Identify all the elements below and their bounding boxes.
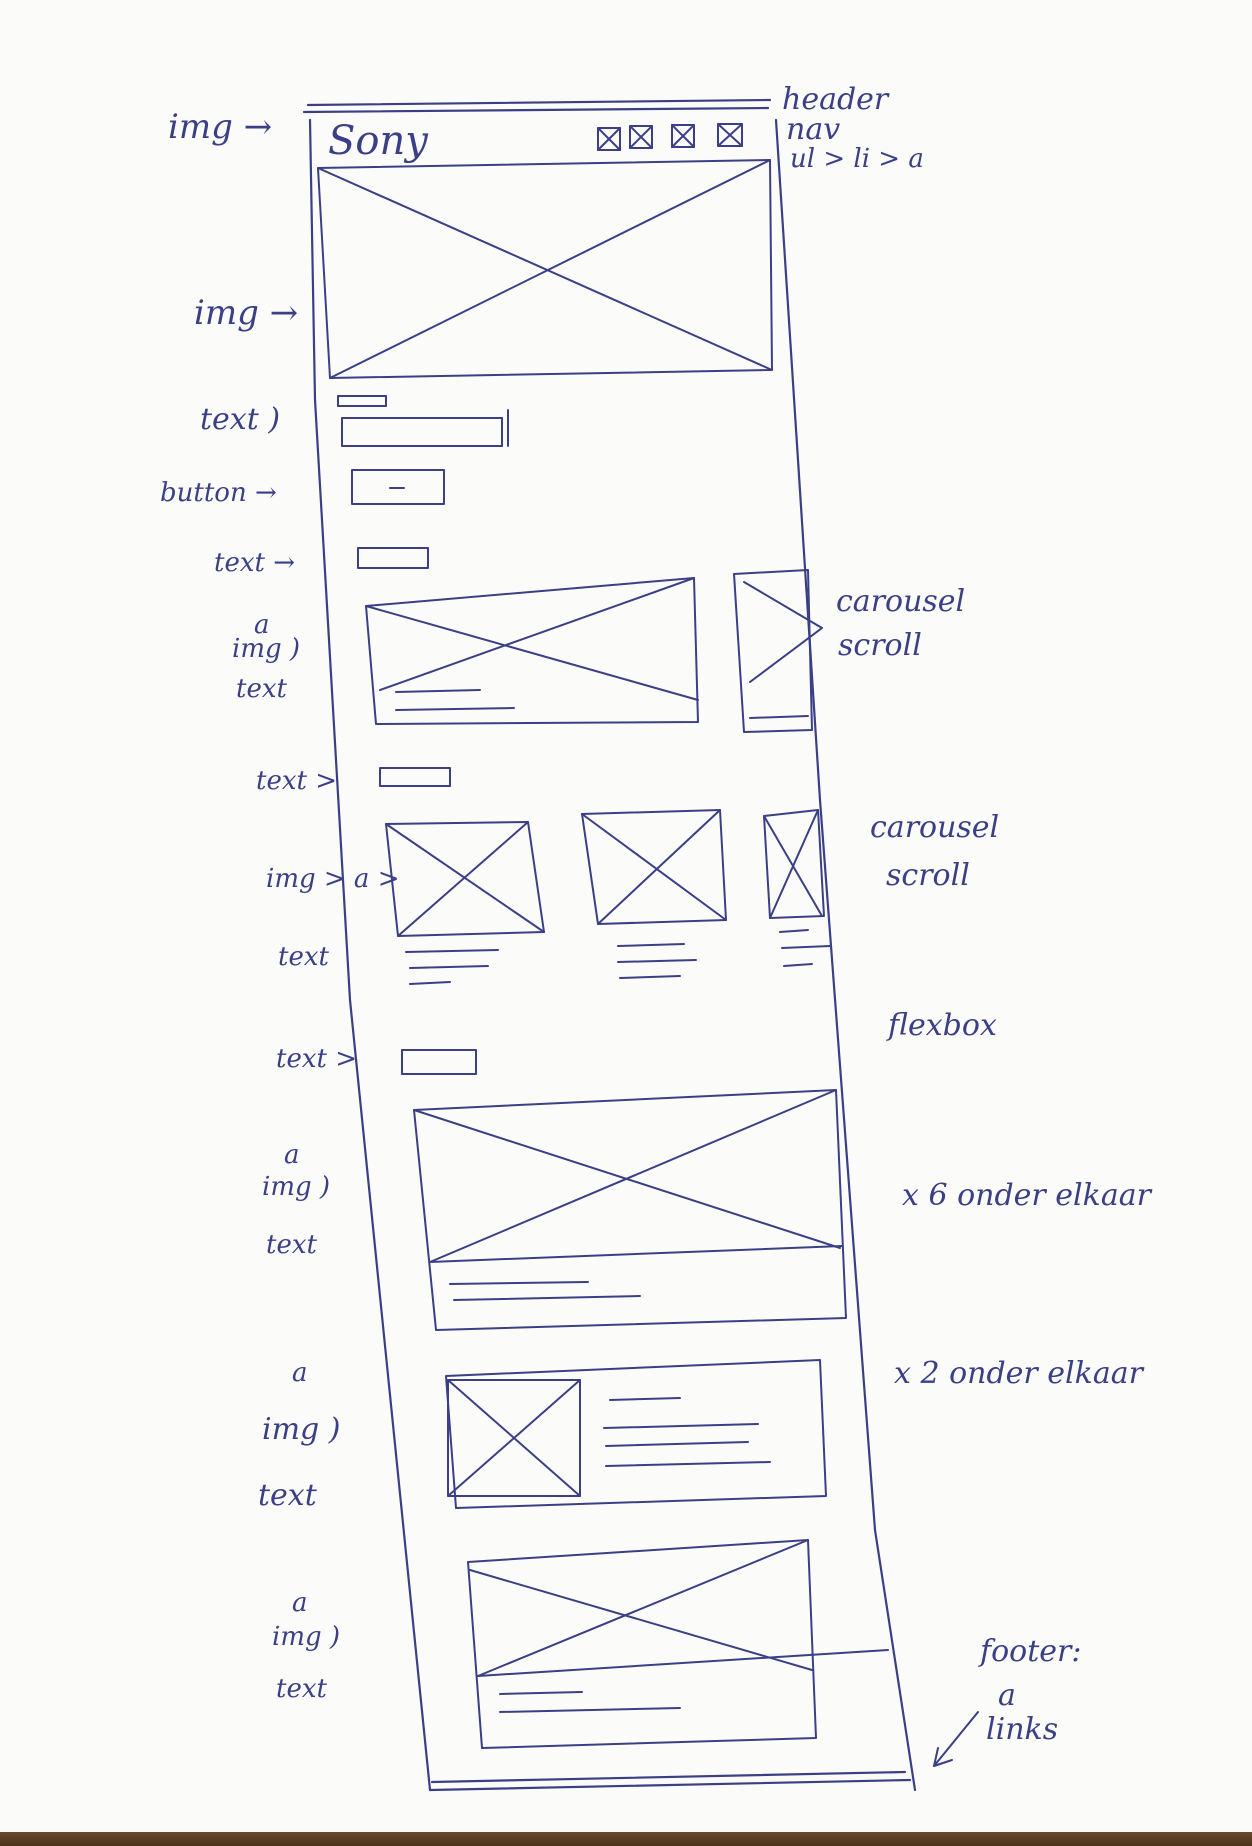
label-a-2: a xyxy=(284,1140,300,1170)
label-img-2: img → xyxy=(194,293,299,333)
carousel-two xyxy=(379,767,831,985)
label-text-4: text > xyxy=(256,766,337,796)
hero-image xyxy=(317,159,773,379)
header-note-3: ul > li > a xyxy=(790,144,924,174)
footer-note-1: footer: xyxy=(980,1634,1082,1669)
logo-text: Sony xyxy=(328,118,428,164)
label-text-3: text xyxy=(236,674,287,704)
carousel-note-1b: scroll xyxy=(838,628,922,663)
label-text-2: text → xyxy=(214,548,295,578)
header-note-1: header xyxy=(782,82,889,117)
footer-note-2: a xyxy=(998,1678,1016,1713)
label-img-6: img ) xyxy=(262,1412,341,1447)
intro-text-and-button xyxy=(337,395,509,505)
label-img-1: img → xyxy=(168,107,273,147)
side-card xyxy=(445,1359,827,1509)
footer-note-3: links xyxy=(986,1712,1059,1747)
carousel-note-2b: scroll xyxy=(886,858,970,893)
x6-note: x 6 onder elkaar xyxy=(902,1178,1151,1213)
label-text-1: text ) xyxy=(200,402,281,437)
label-img-3: img ) xyxy=(232,634,301,664)
label-a-1: a xyxy=(254,610,270,640)
label-text-8: text xyxy=(258,1478,317,1513)
carousel-note-1a: carousel xyxy=(836,584,966,619)
label-a-3: a xyxy=(292,1358,308,1388)
label-text-7: text xyxy=(266,1230,317,1260)
label-a-4: a xyxy=(292,1588,308,1618)
nav-icons xyxy=(597,123,743,151)
label-text-9: text xyxy=(276,1674,327,1704)
label-text-6: text > xyxy=(276,1044,357,1074)
x2-note: x 2 onder elkaar xyxy=(894,1356,1143,1391)
label-text-5: text xyxy=(278,942,329,972)
footer-arrow xyxy=(933,1711,979,1767)
carousel-one xyxy=(357,547,823,733)
flexbox-note: flexbox xyxy=(888,1008,997,1043)
label-img-4: img > a > xyxy=(266,864,400,894)
header-note-2: nav xyxy=(786,112,841,147)
label-img-5: img ) xyxy=(262,1172,331,1202)
carousel-note-2a: carousel xyxy=(870,810,1000,845)
label-button: button → xyxy=(160,478,277,508)
label-img-7: img ) xyxy=(272,1622,341,1652)
bottom-card xyxy=(467,1539,889,1749)
flexbox-card xyxy=(401,1049,847,1331)
table-edge xyxy=(0,1832,1252,1846)
phone-frame xyxy=(302,98,917,1792)
